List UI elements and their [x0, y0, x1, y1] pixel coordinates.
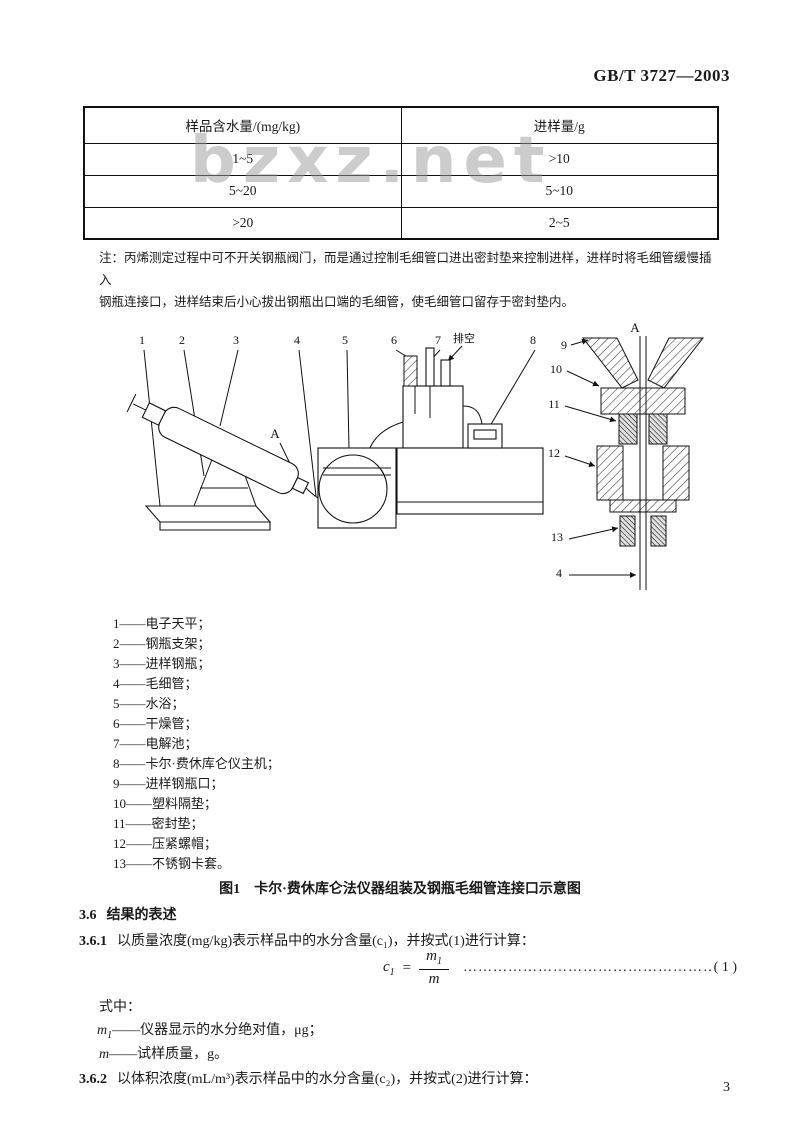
- table-header-sample-amount: 进样量/g: [400, 106, 719, 144]
- plastic-septum: [600, 387, 686, 415]
- equation-lhs-variable: c1: [383, 958, 395, 978]
- section-number: 3.6.1: [79, 934, 107, 949]
- fraction-denominator: m: [428, 970, 440, 987]
- table-cell: 5~20: [83, 174, 402, 208]
- legend-item: 7——电解池；: [113, 736, 198, 751]
- compression-nut: [662, 445, 690, 501]
- legend-item: 6——干燥管；: [113, 716, 198, 731]
- variable-m: m: [99, 1047, 110, 1062]
- detail-arrows: [564, 338, 636, 578]
- figure-caption: 图1 卡尔·费休库仑法仪器组装及钢瓶毛细管连接口示意图: [219, 882, 581, 897]
- table-header-row: 样品含水量/(mg/kg) 进样量/g: [83, 106, 719, 144]
- exhaust-label: 排空: [453, 331, 475, 345]
- legend-item: 12——压紧螺帽；: [113, 836, 218, 851]
- connector-detail-view: A 9 10 11 12 13 4: [548, 320, 705, 590]
- sample-cylinder: [126, 393, 310, 495]
- electrolytic-cell: [402, 347, 483, 449]
- section-3-6-1-paragraph: 3.6.1 以质量浓度(mg/kg)表示样品中的水分含量(c₁)，并按式(1)进行…: [79, 930, 535, 950]
- table-cell: >20: [83, 206, 402, 240]
- cylinder-port-wall: [647, 337, 705, 389]
- note-line: 钢瓶连接口，进样结束后小心拔出钢瓶出口端的毛细管，使毛细管口留存于密封垫内。: [99, 295, 575, 309]
- compression-nut-base: [609, 499, 677, 513]
- table-cell: 5~10: [400, 174, 719, 208]
- where-label: 式中：: [99, 1000, 141, 1015]
- legend-item: 11——密封垫；: [113, 816, 204, 831]
- sample-amount-table: 样品含水量/(mg/kg) 进样量/g 1~5 >10 5~20 5~10 >2…: [83, 106, 719, 240]
- note-line: 注：丙烯测定过程中可不开关钢瓶阀门，而是通过控制毛细管口进出密封垫来控制进样，进…: [99, 251, 712, 287]
- table-cell: 1~5: [83, 142, 402, 176]
- callout-9: 9: [561, 338, 567, 352]
- fraction-numerator: m1: [419, 948, 449, 970]
- water-bath: [317, 447, 397, 529]
- equals-sign: =: [402, 959, 412, 976]
- callout-13: 13: [551, 530, 563, 544]
- cylinder-port-wall: [581, 337, 639, 389]
- callout-6: 6: [391, 333, 397, 347]
- variable-m1: m1: [97, 1023, 113, 1041]
- section-3-6-heading: 3.6 结果的表述: [79, 904, 177, 924]
- legend-item: 13——不锈钢卡套。: [113, 856, 231, 871]
- legend-item: 1——电子天平；: [113, 616, 211, 631]
- legend-item: 9——进样钢瓶口；: [113, 776, 224, 791]
- page-number: 3: [723, 1080, 730, 1095]
- callout-8: 8: [530, 333, 536, 347]
- equation-number: ( 1 ): [713, 960, 737, 975]
- table-header-water-content: 样品含水量/(mg/kg): [83, 106, 402, 144]
- standard-number: GB/T 3727—2003: [593, 66, 730, 85]
- callout-11: 11: [548, 397, 560, 411]
- callout-1: 1: [139, 333, 145, 347]
- section-number: 3.6.2: [79, 1072, 107, 1087]
- callout-4: 4: [294, 333, 300, 347]
- section-text: 以质量浓度(mg/kg)表示样品中的水分含量(c₁)，并按式(1)进行计算：: [117, 934, 535, 949]
- clamp-sleeve: [650, 515, 667, 547]
- electronic-balance: [144, 505, 272, 531]
- coulometer-main-unit: [396, 423, 544, 515]
- seal-washer: [618, 413, 638, 445]
- drying-tube: [403, 355, 418, 387]
- definition-text: ——仪器显示的水分绝对值，μg；: [112, 1023, 323, 1038]
- compression-nut: [596, 445, 624, 501]
- table-cell: >10: [400, 142, 719, 176]
- equation-1: c1 = m1 m ……………………………………………… ( 1 ): [383, 944, 737, 992]
- table-row: 1~5 >10: [83, 142, 719, 176]
- section-text: 以体积浓度(mL/m³)表示样品中的水分含量(c₂)，并按式(2)进行计算：: [117, 1072, 538, 1087]
- table-row: 5~20 5~10: [83, 174, 719, 208]
- detail-marker-a: A: [270, 426, 280, 441]
- legend-item: 10——塑料隔垫；: [113, 796, 218, 811]
- legend-item: 2——钢瓶支架；: [113, 636, 211, 651]
- figure-callout-numbers: 1 2 3 4 5 6 7 排空 8 A: [139, 331, 536, 441]
- callout-5: 5: [342, 333, 348, 347]
- note-paragraph: 注：丙烯测定过程中可不开关钢瓶阀门，而是通过控制毛细管口进出密封垫来控制进样，进…: [99, 247, 723, 313]
- table-cell: 2~5: [400, 206, 719, 240]
- legend-item: 5——水浴；: [113, 696, 185, 711]
- section-3-6-2-paragraph: 3.6.2 以体积浓度(mL/m³)表示样品中的水分含量(c₂)，并按式(2)进行…: [79, 1068, 537, 1088]
- definition-m1: m1——仪器显示的水分绝对值，μg；: [97, 1019, 323, 1041]
- section-number: 3.6: [79, 908, 97, 923]
- legend-item: 3——进样钢瓶；: [113, 656, 211, 671]
- figure-legend: 1——电子天平； 2——钢瓶支架； 3——进样钢瓶； 4——毛细管； 5——水浴…: [113, 614, 280, 874]
- seal-washer: [648, 413, 668, 445]
- fraction: m1 m: [419, 948, 449, 988]
- callout-2: 2: [179, 333, 185, 347]
- table-row: >20 2~5: [83, 206, 719, 240]
- callout-12: 12: [548, 446, 560, 460]
- callout-3: 3: [233, 333, 239, 347]
- definition-text: ——试样质量，g。: [109, 1047, 229, 1062]
- detail-title-a: A: [630, 320, 640, 335]
- equation-dot-leader: ………………………………………………: [462, 960, 712, 975]
- legend-item: 4——毛细管；: [113, 676, 198, 691]
- legend-item: 8——卡尔·费休库仑仪主机；: [113, 756, 280, 771]
- callout-4-detail: 4: [556, 566, 562, 580]
- callout-10: 10: [550, 362, 562, 376]
- section-title: 结果的表述: [106, 908, 177, 923]
- figure-1-diagram: 1 2 3 4 5 6 7 排空 8 A: [126, 320, 705, 590]
- clamp-sleeve: [619, 515, 636, 547]
- callout-7: 7: [435, 333, 441, 347]
- definition-m: m——试样质量，g。: [99, 1043, 228, 1063]
